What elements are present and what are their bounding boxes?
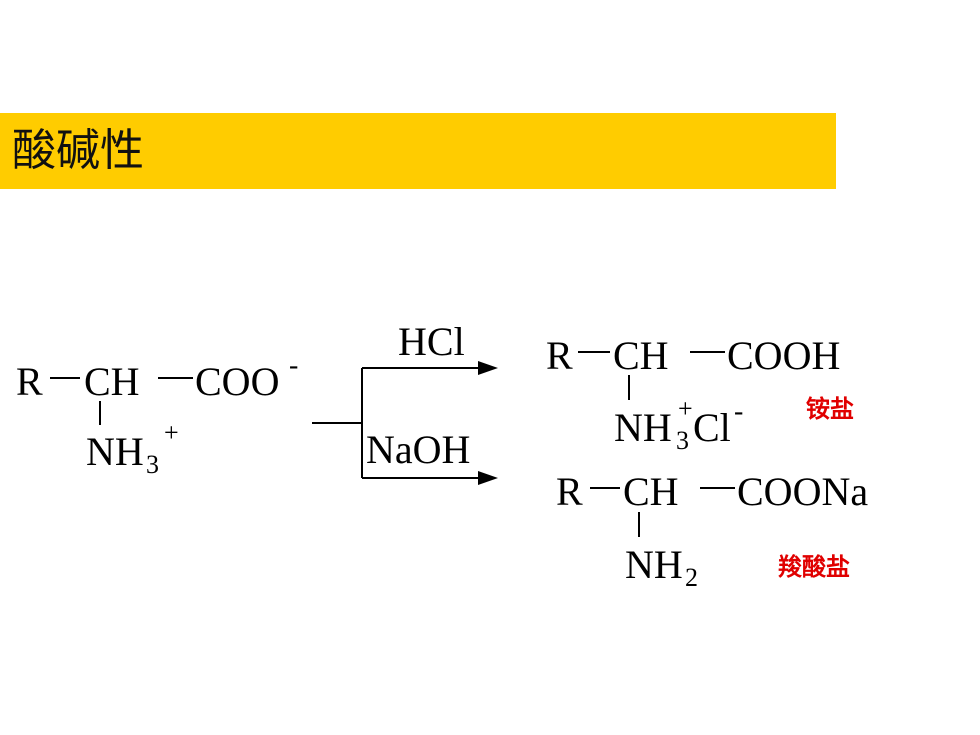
acid-product-cl: Cl <box>693 405 731 450</box>
acid-product-nh3-subscript: 3 <box>676 426 689 455</box>
reagent-hcl: HCl <box>398 319 465 364</box>
arrow-naoh-head <box>478 471 498 485</box>
acid-product-r: R <box>546 333 573 378</box>
reactant-r: R <box>16 359 43 404</box>
arrow-hcl-head <box>478 361 498 375</box>
reactant-coo: COO <box>195 359 280 404</box>
reactant-nh3-subscript: 3 <box>146 450 159 479</box>
reactant-ch: CH <box>84 359 140 404</box>
base-product-r: R <box>556 469 583 514</box>
ammonium-salt-label: 铵盐 <box>806 395 854 423</box>
base-product-ch: CH <box>623 469 679 514</box>
acid-product-cooh: COOH <box>727 333 841 378</box>
reagent-naoh: NaOH <box>366 427 471 472</box>
base-product-coona: COONa <box>737 469 869 514</box>
acid-product-nh3: NH <box>614 405 672 450</box>
base-product-nh2: NH <box>625 542 683 587</box>
acid-product-ch: CH <box>613 333 669 378</box>
reactant-nh3-charge: + <box>164 418 179 447</box>
acid-product-nh3-charge: + <box>678 394 693 423</box>
reactant-coo-charge: - <box>289 350 299 381</box>
acid-product-cl-charge: - <box>734 396 744 427</box>
base-product-nh2-subscript: 2 <box>685 563 698 592</box>
reactant-nh3: NH <box>86 429 144 474</box>
title-bar: 酸碱性 <box>0 113 836 189</box>
carboxylate-salt-label: 羧酸盐 <box>778 553 850 581</box>
slide-title: 酸碱性 <box>12 125 144 176</box>
